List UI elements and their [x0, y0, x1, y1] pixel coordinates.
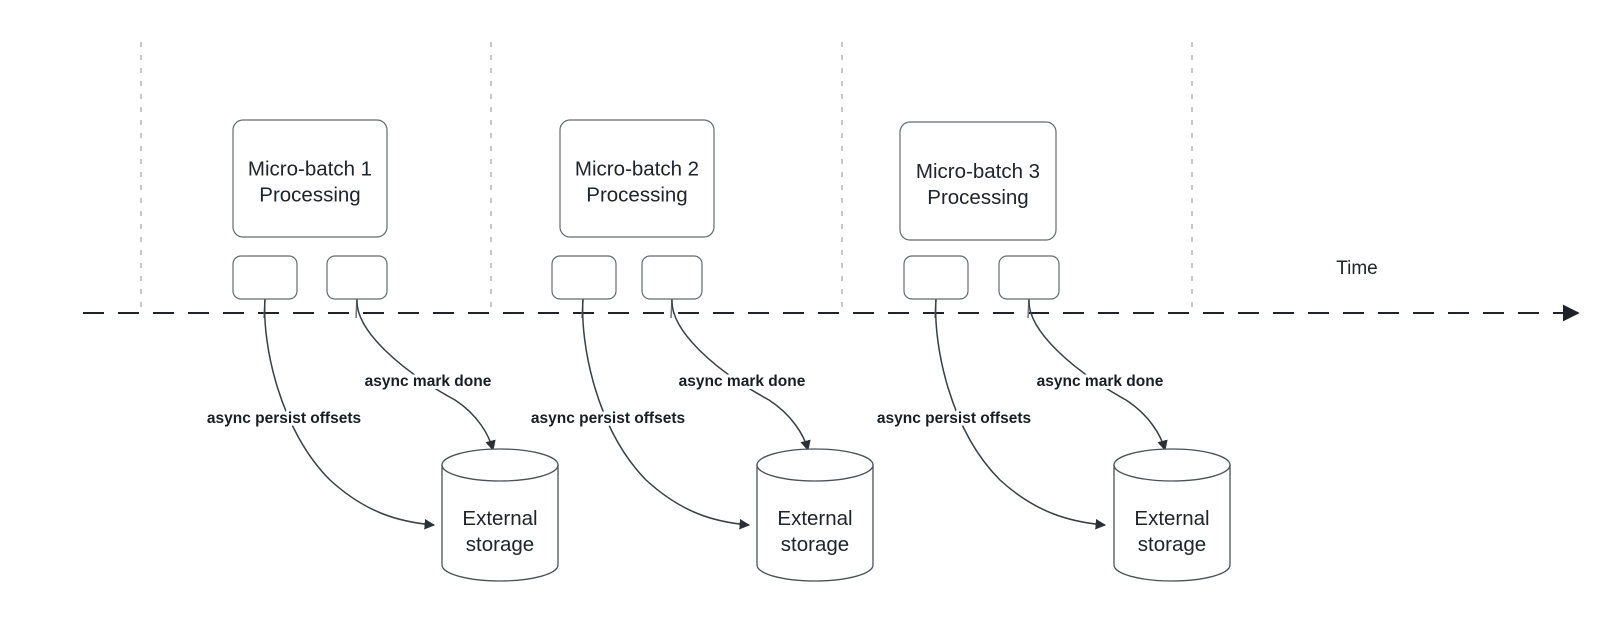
- task-box-2-1[interactable]: [551, 255, 617, 300]
- task-box-1-1[interactable]: [232, 255, 298, 300]
- external-storage-label-line1-2: External: [777, 507, 852, 530]
- external-storage-cylinder-3[interactable]: [1113, 464, 1231, 582]
- task-box-3-1[interactable]: [903, 255, 969, 300]
- edge-2-markdone-arrow: [671, 298, 811, 452]
- external-storage-cylinder-top-3: [1113, 448, 1231, 482]
- edge-2-markdone-label: async mark done: [679, 373, 806, 390]
- external-storage-cylinder-2[interactable]: [756, 464, 874, 582]
- edges: [263, 298, 1168, 530]
- task-box-2-2[interactable]: [641, 255, 703, 300]
- edge-3-markdone-label-halo: async mark done: [1037, 373, 1164, 390]
- micro-batch-label-line1-1: Micro-batch 1: [248, 158, 372, 181]
- edge-3-persist-arrow: [934, 298, 1107, 530]
- micro-batch-label-line1-3: Micro-batch 3: [916, 160, 1040, 183]
- external-storage-cylinder-1[interactable]: [441, 464, 559, 582]
- task-box-1-2[interactable]: [326, 255, 388, 300]
- external-storage-label-line1-3: External: [1134, 507, 1209, 530]
- edge-3-persist-label-halo: async persist offsets: [877, 410, 1031, 427]
- edge-1-persist-arrow: [263, 298, 436, 530]
- micro-batch-box-2[interactable]: [559, 119, 715, 238]
- edge-1-persist-label-halo: async persist offsets: [207, 410, 361, 427]
- edge-1-persist-label: async persist offsets: [207, 410, 361, 427]
- micro-batch-label-line2-1: Processing: [259, 184, 360, 207]
- micro-batch-label-line2-3: Processing: [927, 186, 1028, 209]
- time-label: Time: [1336, 258, 1378, 279]
- external-storage-label-line2-2: storage: [781, 533, 849, 556]
- edge-1-markdone-label: async mark done: [365, 373, 492, 390]
- external-storage-cylinder-top-2: [756, 448, 874, 482]
- external-storage-cylinder-top-1: [441, 448, 559, 482]
- external-storage-label-line2-3: storage: [1138, 533, 1206, 556]
- micro-batch-box-1[interactable]: [232, 119, 388, 238]
- edge-3-persist-label: async persist offsets: [877, 410, 1031, 427]
- edge-1-markdone-arrow: [356, 298, 496, 452]
- edge-2-persist-label-halo: async persist offsets: [531, 410, 685, 427]
- time-axis-label: Time: [1336, 258, 1378, 279]
- edge-labels: async persist offsets async persist offse…: [204, 370, 1167, 430]
- edge-3-markdone-arrow: [1028, 298, 1168, 452]
- external-storage-label-line1-1: External: [462, 507, 537, 530]
- edge-2-markdone-label-halo: async mark done: [679, 373, 806, 390]
- edge-1-markdone-label-halo: async mark done: [365, 373, 492, 390]
- task-box-3-2[interactable]: [998, 255, 1060, 300]
- micro-batch-box-3[interactable]: [899, 121, 1057, 241]
- external-storage-label-line2-1: storage: [466, 533, 534, 556]
- edge-2-persist-label: async persist offsets: [531, 410, 685, 427]
- edge-3-markdone-label: async mark done: [1037, 373, 1164, 390]
- micro-batch-label-line2-2: Processing: [586, 184, 687, 207]
- edge-2-persist-arrow: [581, 298, 751, 530]
- micro-batch-label-line1-2: Micro-batch 2: [575, 158, 699, 181]
